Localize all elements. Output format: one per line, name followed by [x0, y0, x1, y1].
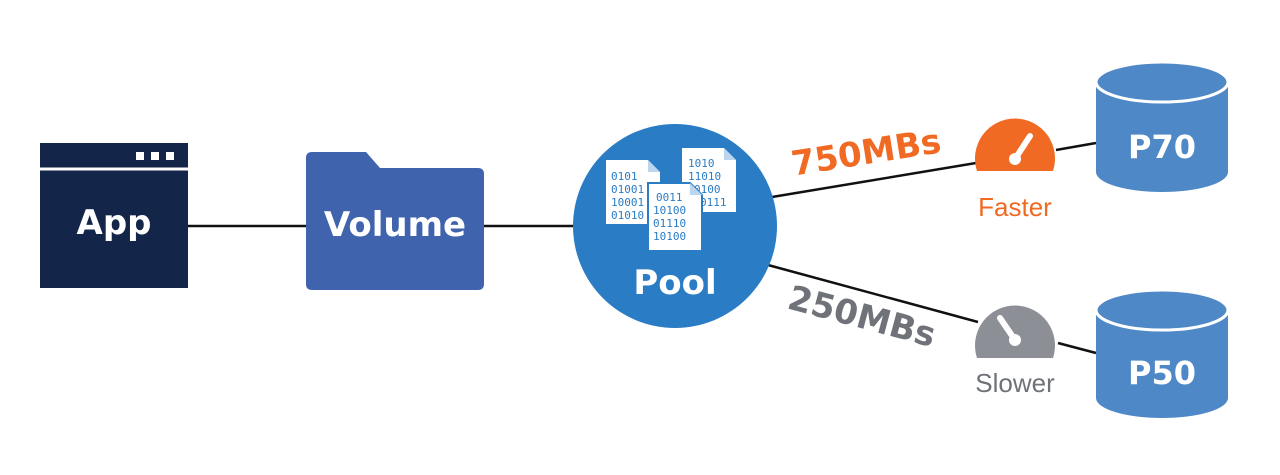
app-window [40, 143, 188, 288]
file1-line4: 01010 [611, 209, 644, 222]
p70-disk: P70 [1094, 60, 1230, 192]
svg-text:0011 10100 011: 0011 10100 01110 10100 [653, 191, 693, 243]
slower-label: Slower [975, 368, 1055, 398]
svg-text:0101 01001 100: 0101 01001 10001 01010 [611, 170, 651, 222]
pool-node: 0101 01001 10001 01010 1010 11010 0100 0… [573, 124, 777, 328]
app-node: App [40, 143, 188, 288]
file3-line2: 10100 [653, 204, 686, 217]
p70-label: P70 [1128, 128, 1196, 166]
svg-text:1010 11010 010: 1010 11010 0100 0111 [688, 157, 728, 209]
slower-gauge: Slower [974, 305, 1055, 398]
link-fast-gauge-p70 [1055, 141, 1097, 152]
volume-label: Volume [324, 205, 466, 245]
file2-line4: 0111 [700, 196, 727, 209]
binary-file-icon: 1010 11010 0100 0111 [682, 148, 736, 212]
binary-file-icon: 0011 10100 01110 10100 [647, 182, 703, 252]
faster-label: Faster [978, 192, 1052, 222]
pool-label: Pool [633, 263, 716, 303]
volume-node: Volume [306, 152, 484, 290]
folder-icon [306, 152, 484, 290]
file1-line3: 10001 [611, 196, 644, 209]
speedometer-icon [974, 118, 1055, 171]
p50-label: P50 [1128, 354, 1196, 392]
file3-line1: 0011 [656, 191, 683, 204]
window-dots-icon [136, 152, 174, 160]
app-label: App [77, 203, 152, 243]
file2-line2: 11010 [688, 170, 721, 183]
file2-line1: 1010 [688, 157, 715, 170]
link-pool-slow-gauge [767, 263, 979, 324]
p50-disk: P50 [1094, 288, 1230, 418]
file1-line2: 01001 [611, 183, 644, 196]
faster-gauge: Faster [974, 118, 1055, 222]
speedometer-icon [974, 305, 1055, 358]
link-pool-fast-gauge [771, 161, 977, 199]
link-slow-gauge-p50 [1057, 341, 1097, 355]
binary-file-icon: 0101 01001 10001 01010 [606, 160, 660, 224]
file3-line3: 01110 [653, 217, 686, 230]
fast-rate-label: 750MBs [788, 121, 943, 184]
file1-line1: 0101 [611, 170, 638, 183]
file3-line4: 10100 [653, 230, 686, 243]
